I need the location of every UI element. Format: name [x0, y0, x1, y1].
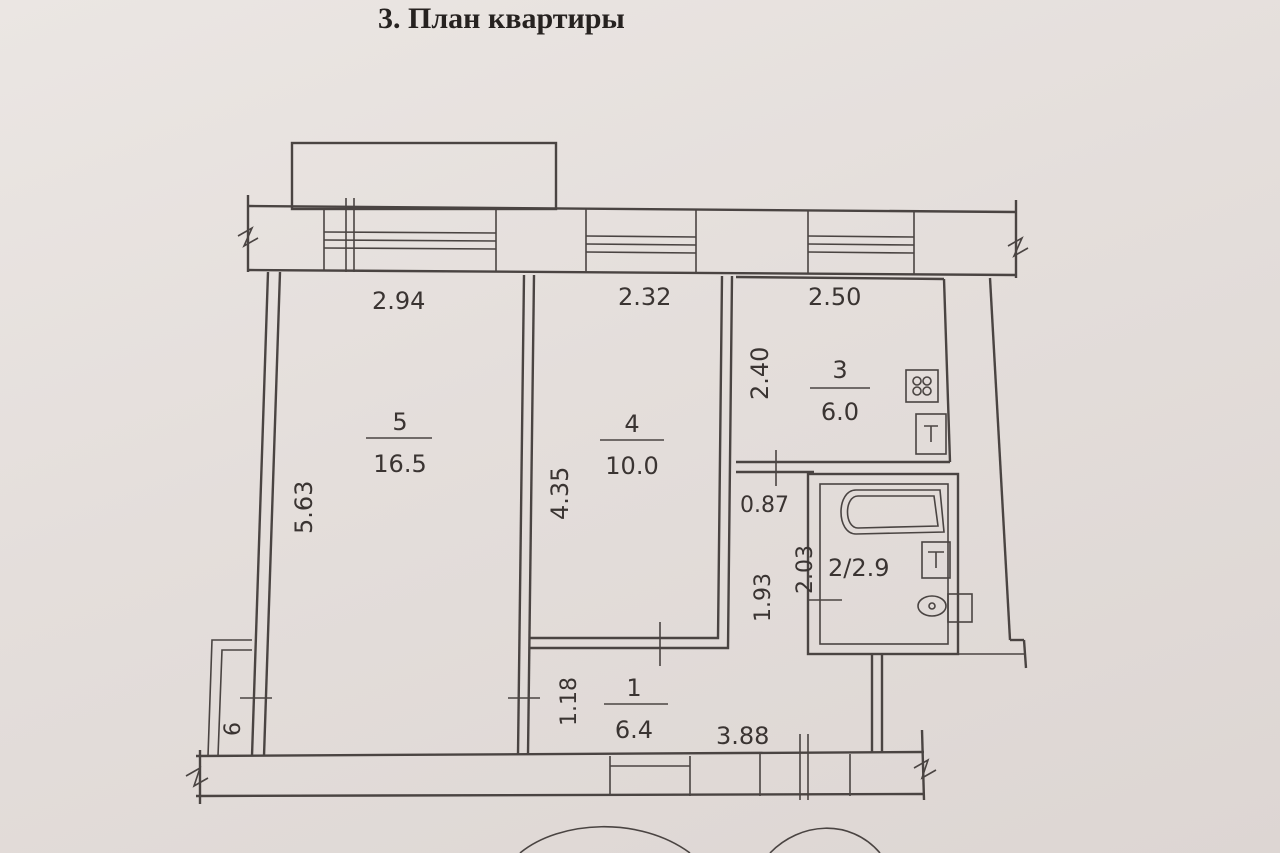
dim-bath-depth: 2.03: [793, 545, 818, 594]
dim-room3-depth: 2.40: [746, 347, 774, 400]
dim-room4-depth: 4.35: [546, 467, 574, 520]
balcony: [290, 141, 558, 211]
room-5-number: 5: [392, 408, 407, 436]
bath-sink-icon: [921, 541, 951, 579]
room-4-number: 4: [624, 410, 639, 438]
window-room-3: [807, 210, 915, 274]
room-4-walls: [530, 275, 734, 666]
room-4-area: 10.0: [605, 452, 658, 480]
room-5-label: 5 16.5: [366, 408, 432, 478]
bathtub-icon: [840, 489, 945, 535]
dim-room5-width: 2.94: [372, 287, 425, 315]
dim-room4-width: 2.32: [618, 283, 671, 311]
partition-5-4: [508, 274, 540, 755]
room-3-walls: [735, 275, 952, 486]
kitchen-sink-icon: [915, 413, 947, 455]
right-wall: [814, 277, 1028, 669]
dim-hall-depth: 1.18: [557, 677, 582, 726]
left-wall: [207, 271, 282, 757]
dim-bath-small: 0.87: [740, 493, 789, 518]
top-exterior-wall: [237, 195, 1029, 278]
bottom-arc-left: [519, 825, 691, 853]
stove-icon: [905, 369, 939, 403]
toilet-icon: [917, 593, 973, 623]
room-3-number: 3: [832, 356, 847, 384]
window-room-5: [323, 198, 497, 272]
room-1-area: 6.4: [615, 716, 653, 744]
room-3-area: 6.0: [821, 398, 859, 426]
room-5-area: 16.5: [373, 450, 426, 478]
entrance-partition: [870, 654, 884, 752]
window-room-4: [585, 209, 697, 273]
room-1-label: 1 6.4: [604, 674, 668, 744]
dim-room5-depth: 5.63: [290, 481, 318, 534]
dim-room3-width: 2.50: [808, 283, 861, 311]
dim-corridor-side: 1.93: [751, 573, 776, 622]
room-4-label: 4 10.0: [600, 410, 664, 480]
room-2-label: 2/2.9: [828, 554, 890, 582]
room-3-label: 3 6.0: [810, 356, 870, 426]
dim-closet: 6: [221, 722, 246, 736]
bottom-wall: [185, 729, 937, 804]
bottom-arc-right: [769, 827, 881, 853]
room-1-number: 1: [626, 674, 641, 702]
plan-title: 3. План квартиры: [378, 2, 625, 35]
dim-hall-length: 3.88: [716, 722, 769, 750]
